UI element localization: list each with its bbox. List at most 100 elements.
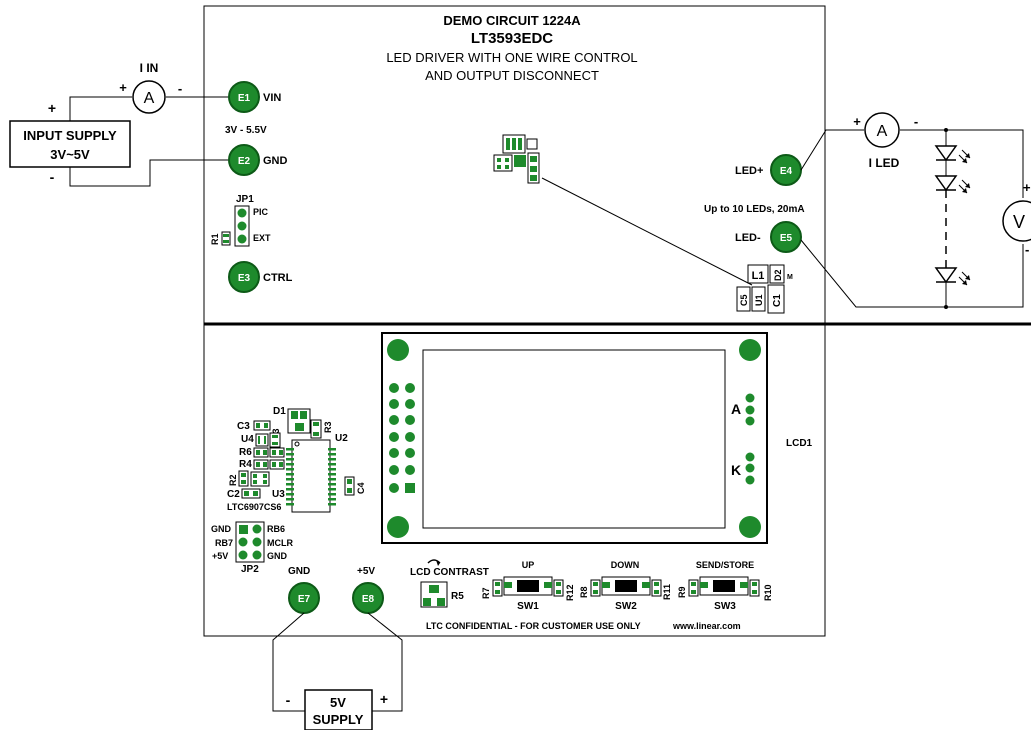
r6-label: R6 xyxy=(239,447,252,458)
r2-label: R2 xyxy=(228,474,238,486)
r5-trimpot[interactable] xyxy=(420,581,448,608)
sw1-label: SW1 xyxy=(517,601,539,612)
voltmeter-minus: - xyxy=(1025,242,1029,257)
r1-part xyxy=(221,231,231,246)
terminal-e8[interactable]: E8 xyxy=(352,582,384,614)
lcd-mount-hole-tr xyxy=(739,339,761,361)
title-line4: AND OUTPUT DISCONNECT xyxy=(425,68,599,83)
jp2-right3: GND xyxy=(267,551,288,561)
m-label: M xyxy=(787,274,793,281)
title-line3: LED DRIVER WITH ONE WIRE CONTROL xyxy=(386,50,637,65)
led-diode-3 xyxy=(934,267,971,307)
wire-supply-to-ammeter xyxy=(69,96,132,121)
down-label: DOWN xyxy=(611,560,640,570)
svg-text:E8: E8 xyxy=(362,594,375,605)
c2-label: C2 xyxy=(227,489,240,500)
led-diode-1 xyxy=(934,140,971,172)
led-ammeter-symbol: A xyxy=(877,123,888,140)
svg-text:E4: E4 xyxy=(780,166,793,177)
bottom-supply-plus: + xyxy=(380,691,388,707)
terminal-e3[interactable]: E3 xyxy=(228,261,260,293)
jp1-pin3 xyxy=(237,234,247,244)
wire-e4-to-ammeter xyxy=(800,129,864,171)
terminal-e1-label: VIN xyxy=(263,92,281,104)
terminal-e4[interactable]: E4 xyxy=(770,154,802,186)
wire-supply-to-e2 xyxy=(69,159,228,187)
led-ammeter xyxy=(864,112,900,148)
bottom-supply-box xyxy=(304,689,373,730)
input-supply-line2: 3V~5V xyxy=(50,147,90,162)
r5-label: R5 xyxy=(451,591,464,602)
jp2-left3: +5V xyxy=(212,551,228,561)
d1-label: D1 xyxy=(273,406,286,417)
jp2-right1: RB6 xyxy=(267,524,285,534)
terminal-e7-label: GND xyxy=(288,566,310,577)
jp2-left2: RB7 xyxy=(215,538,233,548)
terminal-e3-label: CTRL xyxy=(263,272,293,284)
lcd-anode-label: A xyxy=(731,401,741,417)
u3-label: U3 xyxy=(272,489,285,500)
lcd-mount-hole-tl xyxy=(387,339,409,361)
jp1-pin2 xyxy=(237,221,247,231)
jp1-pic-label: PIC xyxy=(253,207,269,217)
r10-label: R10 xyxy=(763,584,773,601)
c4-label: C4 xyxy=(356,482,366,494)
bottom-supply-line2: SUPPLY xyxy=(313,712,364,727)
lcd-cathode-label: K xyxy=(731,462,741,478)
confidential-note: LTC CONFIDENTIAL - FOR CUSTOMER USE ONLY xyxy=(426,621,641,631)
l1-label: L1 xyxy=(752,270,765,282)
title-line1: DEMO CIRCUIT 1224A xyxy=(443,13,581,28)
sw3-button[interactable] xyxy=(699,576,749,596)
terminal-e2[interactable]: E2 xyxy=(228,144,260,176)
wire-volt-bottom xyxy=(946,244,1024,308)
led-ammeter-title: I LED xyxy=(869,156,900,170)
r8-label: R8 xyxy=(579,586,589,598)
terminal-e7[interactable]: E7 xyxy=(288,582,320,614)
led-note: Up to 10 LEDs, 20mA xyxy=(704,204,805,215)
r9-label: R9 xyxy=(677,586,687,598)
c5-label: C5 xyxy=(739,294,749,306)
sw2-button[interactable] xyxy=(601,576,651,596)
svg-text:E3: E3 xyxy=(238,273,251,284)
lcd-backlight-pins xyxy=(745,393,755,485)
d2-label: D2 xyxy=(773,269,783,281)
lcd-mount-hole-br xyxy=(739,516,761,538)
lcd-screen xyxy=(422,349,726,529)
contrast-arrow-icon xyxy=(427,559,441,564)
r1-label: R1 xyxy=(210,233,220,245)
terminal-e5[interactable]: E5 xyxy=(770,221,802,253)
terminal-e5-label: LED- xyxy=(735,232,761,244)
lcd-contrast-label: LCD CONTRAST xyxy=(410,567,489,578)
input-ammeter-plus: + xyxy=(119,80,127,95)
input-ammeter-title: I IN xyxy=(140,61,159,75)
lcd-name: LCD1 xyxy=(786,438,813,449)
sw1-button[interactable] xyxy=(503,576,553,596)
svg-text:E2: E2 xyxy=(238,156,251,167)
wire-volt-top xyxy=(946,129,1024,198)
r11-label: R11 xyxy=(662,584,672,600)
jp2-header: GND RB7 +5V RB6 MCLR GND JP2 xyxy=(211,521,293,575)
led-voltmeter xyxy=(1002,200,1031,242)
c3-label: C3 xyxy=(237,421,250,432)
input-supply-minus: - xyxy=(50,169,55,185)
terminal-e8-label: +5V xyxy=(357,566,375,577)
input-supply-plus: + xyxy=(48,100,56,116)
c1-label: C1 xyxy=(772,294,783,307)
sw3-label: SW3 xyxy=(714,601,736,612)
u3-part-label: LTC6907CS6 xyxy=(227,502,281,512)
callout-line xyxy=(541,177,753,286)
mcu-section: C3 D1 R3 U4 R13 U2 R6 R4 R2 xyxy=(227,406,366,513)
input-ammeter-symbol: A xyxy=(144,90,155,107)
jp1-pin1 xyxy=(237,208,247,218)
terminal-e4-label: LED+ xyxy=(735,165,763,177)
jp2-name: JP2 xyxy=(241,564,259,575)
input-ammeter-minus: - xyxy=(178,81,182,96)
website: www.linear.com xyxy=(672,621,741,631)
led-ammeter-plus: + xyxy=(853,114,861,129)
wire-e5-to-leds xyxy=(800,239,946,308)
jp2-left1: GND xyxy=(211,524,232,534)
r7-label: R7 xyxy=(481,587,491,599)
sw2-label: SW2 xyxy=(615,601,637,612)
terminal-e1[interactable]: E1 xyxy=(228,81,260,113)
